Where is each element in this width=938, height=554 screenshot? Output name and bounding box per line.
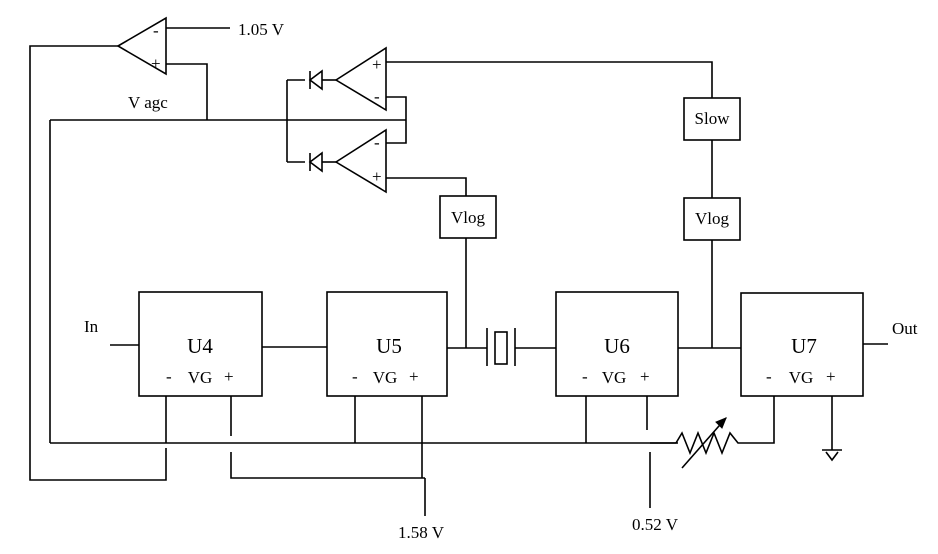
svg-text:Vlog: Vlog	[451, 208, 486, 227]
svg-text:Slow: Slow	[695, 109, 731, 128]
crystal-filter	[486, 328, 516, 366]
svg-text:-: -	[166, 367, 172, 386]
vlog-left-top-wire	[386, 177, 467, 196]
amplifier-u6: U6 - VG +	[555, 291, 679, 397]
upper-diode	[287, 69, 336, 91]
svg-text:Vlog: Vlog	[695, 209, 730, 228]
lower-opamp-plus: +	[372, 167, 382, 186]
svg-text:U6: U6	[604, 334, 630, 358]
svg-text:U7: U7	[791, 334, 817, 358]
agc-opamp-plus: +	[151, 54, 161, 73]
svg-text:-: -	[766, 367, 772, 386]
output-label: Out	[892, 319, 918, 338]
agc-output-loop	[29, 45, 167, 481]
svg-text:+: +	[409, 367, 419, 386]
input-label: In	[84, 317, 99, 336]
svg-text:U4: U4	[187, 334, 213, 358]
svg-text:+: +	[826, 367, 836, 386]
svg-text:-: -	[582, 367, 588, 386]
agc-plus-wire	[166, 63, 208, 120]
lower-diode	[287, 151, 336, 173]
lower-opamp-minus: -	[374, 133, 380, 152]
slow-input-wire	[386, 61, 713, 98]
ref-voltage-mid: 1.58 V	[398, 523, 445, 542]
agc-opamp: - +	[116, 16, 167, 76]
svg-text:VG: VG	[602, 368, 627, 387]
agc-opamp-minus: -	[153, 21, 159, 40]
upper-opamp: + -	[334, 46, 387, 112]
upper-opamp-minus: -	[374, 87, 380, 106]
svg-text:VG: VG	[789, 368, 814, 387]
svg-text:VG: VG	[373, 368, 398, 387]
amplifier-u5: U5 - VG +	[326, 291, 448, 397]
vlog-left-block: Vlog	[439, 195, 497, 239]
u4-plus-to-ref	[230, 452, 425, 479]
svg-text:-: -	[352, 367, 358, 386]
svg-text:+: +	[640, 367, 650, 386]
amplifier-u7: U7 - VG +	[740, 292, 864, 397]
vlog-right-block: Vlog	[683, 197, 741, 241]
svg-text:+: +	[224, 367, 234, 386]
upper-opamp-plus: +	[372, 55, 382, 74]
slow-block: Slow	[683, 97, 741, 141]
amplifier-u4: U4 - VG +	[138, 291, 263, 397]
lower-opamp: - +	[334, 128, 387, 194]
v-agc-label: V agc	[128, 93, 168, 112]
ref-voltage-right: 0.52 V	[632, 515, 679, 534]
svg-text:VG: VG	[188, 368, 213, 387]
detector-feedback-wire	[386, 96, 407, 144]
ground-symbol	[822, 449, 842, 462]
variable-resistor	[650, 396, 775, 469]
svg-text:U5: U5	[376, 334, 402, 358]
ref-voltage-top: 1.05 V	[238, 20, 285, 39]
